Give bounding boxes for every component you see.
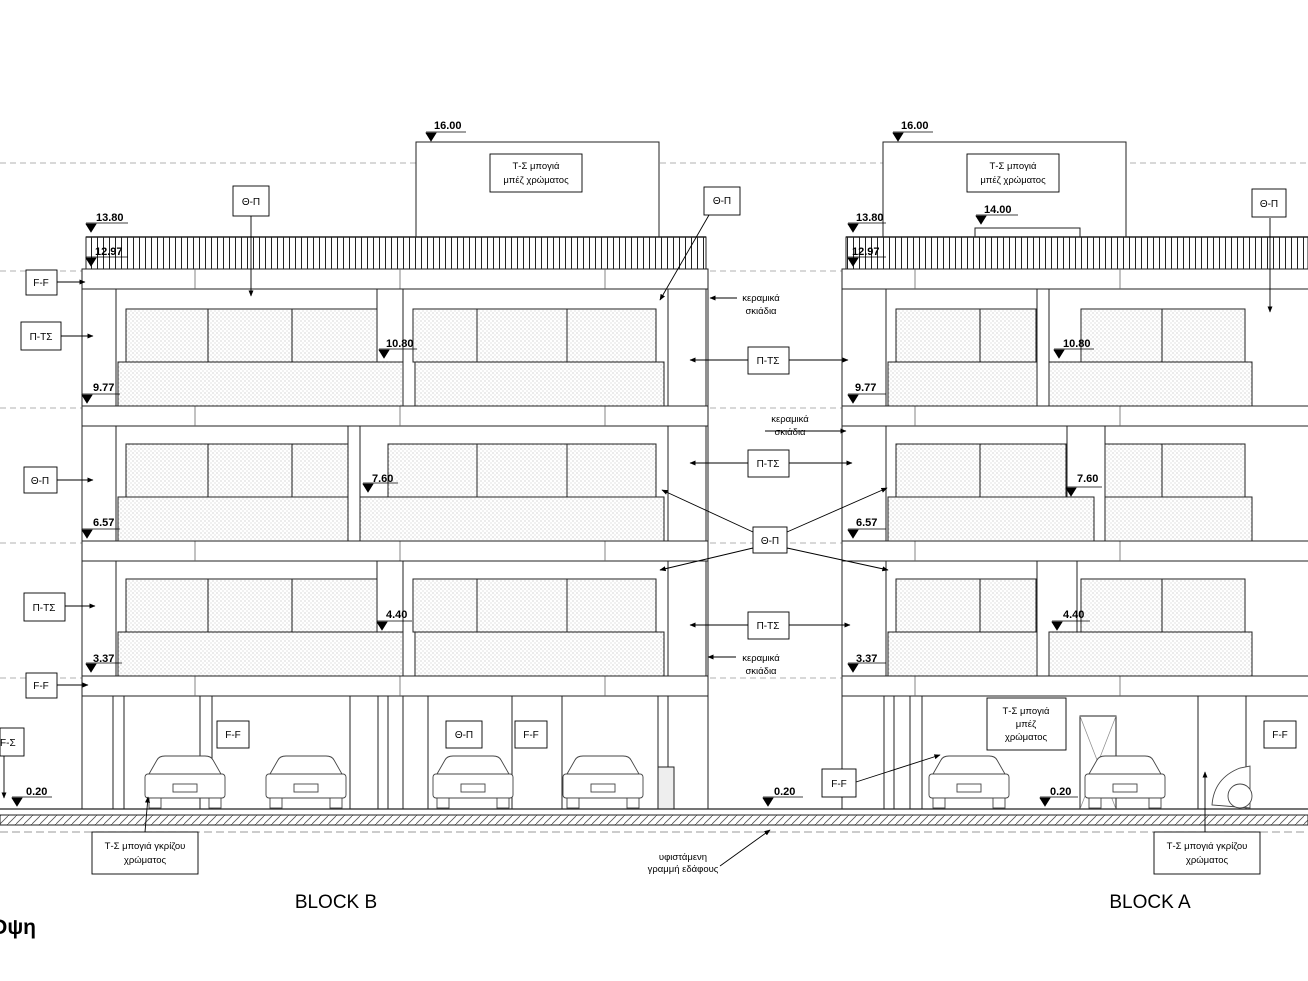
level-12-97-block-b: 12.97 (95, 246, 123, 258)
level-0-20-block-a: 0.20 (1050, 786, 1071, 798)
note-grey-paint-block-a-line1: Τ-Σ μπογιά γκρίζου (1167, 841, 1248, 852)
tag-thp-center: Θ-Π (761, 536, 779, 547)
note-beige-paint-block-a-line2: μπέζ χρώματος (980, 175, 1046, 186)
tag-ff-slab-block-b: F-F (33, 681, 49, 692)
block-b-building (81, 141, 709, 810)
level-markers (11, 131, 1102, 807)
note-ceramic-shades-top-line2: σκιάδια (745, 306, 777, 317)
drawing-title: Όψη (0, 916, 36, 939)
block-a-label: BLOCK A (1109, 892, 1191, 913)
note-grey-paint-block-b-line2: χρώματος (124, 855, 167, 866)
level-6-57-block-a: 6.57 (856, 517, 877, 529)
note-beige-paint-block-b-line2: μπέζ χρώματος (503, 175, 569, 186)
note-ceramic-shades-mid-line1: κεραμικά (771, 414, 809, 425)
level-13-80-block-a: 13.80 (856, 212, 884, 224)
level-12-97-block-a: 12.97 (852, 246, 880, 258)
level-3-37-block-b: 3.37 (93, 653, 114, 665)
tag-boxes (0, 153, 1297, 875)
level-16-00-block-b: 16.00 (434, 120, 462, 132)
level-14-00-block-a: 14.00 (984, 204, 1012, 216)
level-9-77-block-a: 9.77 (855, 382, 876, 394)
tag-ff-ground-block-a: F-F (831, 779, 847, 790)
tag-fs-partial: F-Σ (0, 738, 16, 749)
level-9-77-block-b: 9.77 (93, 382, 114, 394)
block-b-label: BLOCK B (295, 892, 377, 913)
level-7-60-block-a: 7.60 (1077, 473, 1098, 485)
tag-thp-floor2-block-b: Θ-Π (31, 476, 49, 487)
tag-ff-roof-block-b: F-F (33, 278, 49, 289)
level-0-20-middle: 0.20 (774, 786, 795, 798)
tag-ff-right-block-a: F-F (1272, 730, 1288, 741)
level-10-80-block-b: 10.80 (386, 338, 414, 350)
note-ceramic-shades-top-line1: κεραμικά (742, 293, 780, 304)
tag-ptc-center-floor2: Π-ΤΣ (757, 459, 780, 470)
note-beige-ground-line1: Τ-Σ μπογιά (1002, 706, 1050, 717)
ground-line (0, 808, 1308, 833)
level-16-00-block-a: 16.00 (901, 120, 929, 132)
level-7-60-block-b: 7.60 (372, 473, 393, 485)
note-beige-paint-block-b-line1: Τ-Σ μπογιά (512, 161, 560, 172)
note-existing-ground-line2: γραμμή εδάφους (648, 864, 719, 875)
note-ceramic-shades-bottom-line1: κεραμικά (742, 653, 780, 664)
tag-ff-ground-2-block-b: F-F (523, 730, 539, 741)
level-4-40-block-b: 4.40 (386, 609, 407, 621)
note-beige-paint-block-a-line1: Τ-Σ μπογιά (989, 161, 1037, 172)
parked-cars-block-a (928, 755, 1253, 809)
tag-ptc-floor1-block-b: Π-ΤΣ (33, 603, 56, 614)
tag-ff-ground-1-block-b: F-F (225, 730, 241, 741)
leader-lines (1, 214, 1273, 867)
tag-ptc-floor3-block-b: Π-ΤΣ (30, 332, 53, 343)
note-grey-paint-block-a-line2: χρώματος (1186, 855, 1229, 866)
level-6-57-block-b: 6.57 (93, 517, 114, 529)
parked-cars-block-b (144, 755, 644, 809)
tag-ptc-center-floor3: Π-ΤΣ (757, 356, 780, 367)
level-10-80-block-a: 10.80 (1063, 338, 1091, 350)
tag-thp-roof-block-a: Θ-Π (1260, 199, 1278, 210)
note-ceramic-shades-bottom-line2: σκιάδια (745, 666, 777, 677)
level-3-37-block-a: 3.37 (856, 653, 877, 665)
note-beige-ground-line3: χρώματος (1005, 732, 1048, 743)
note-existing-ground-line1: υφιστάμενη (659, 852, 707, 863)
tag-ptc-center-floor1: Π-ΤΣ (757, 621, 780, 632)
note-grey-paint-block-b-line1: Τ-Σ μπογιά γκρίζου (105, 841, 186, 852)
note-beige-ground-line2: μπέζ (1016, 719, 1037, 730)
tag-thp-roof-block-b: Θ-Π (242, 197, 260, 208)
tag-thp-ground-block-b: Θ-Π (455, 730, 473, 741)
level-4-40-block-a: 4.40 (1063, 609, 1084, 621)
block-a-building (841, 141, 1308, 810)
level-13-80-block-b: 13.80 (96, 212, 124, 224)
tag-thp-roof-center: Θ-Π (713, 196, 731, 207)
note-ceramic-shades-mid-line2: σκιάδια (774, 427, 806, 438)
level-0-20-left: 0.20 (26, 786, 47, 798)
